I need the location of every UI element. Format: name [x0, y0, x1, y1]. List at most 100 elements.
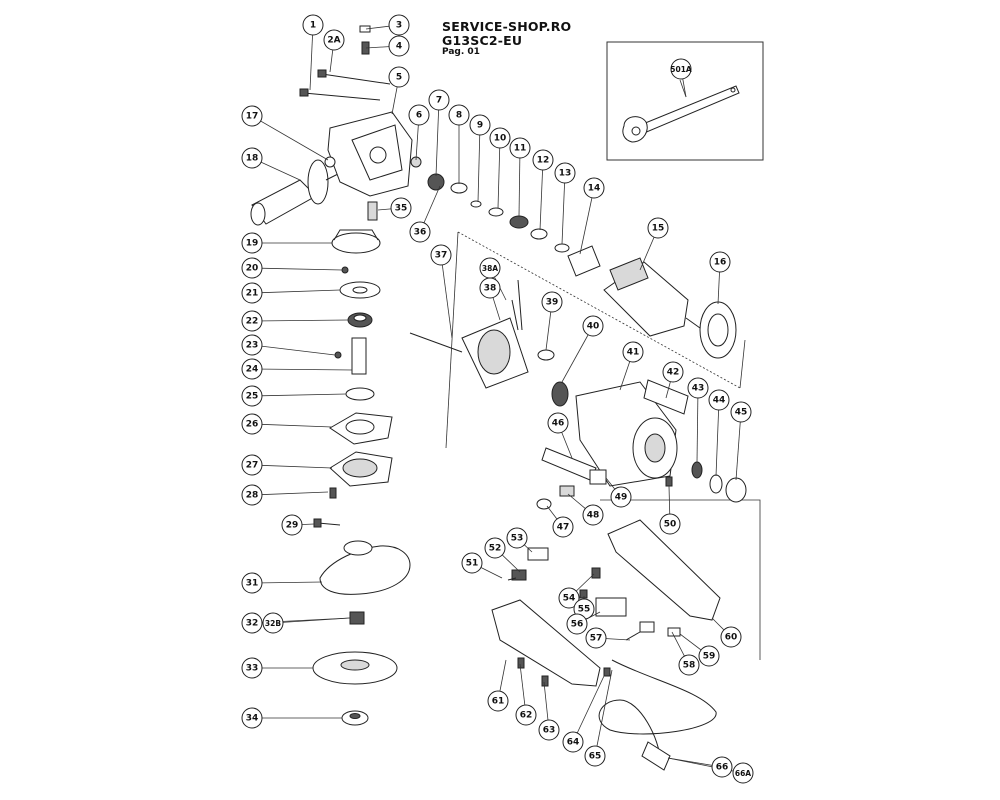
- callout-43: 43: [687, 377, 709, 399]
- callout-label: 12: [537, 156, 550, 166]
- callout-label: 44: [713, 396, 726, 406]
- leader-line-24: [251, 368, 353, 371]
- wheel-guard-drawing: [319, 540, 411, 595]
- callout-21: 21: [241, 282, 263, 304]
- callout-64: 64: [562, 731, 584, 753]
- callout-59: 59: [698, 645, 720, 667]
- gear-housing-drawing: [327, 111, 413, 197]
- leader-line-21: [251, 289, 341, 294]
- callout-label: 14: [588, 184, 601, 194]
- callout-label: 27: [246, 461, 259, 471]
- callout-label: 15: [652, 224, 665, 234]
- callout-label: 40: [587, 322, 600, 332]
- callout-2a: 2A: [323, 29, 345, 51]
- callout-label: 9: [477, 121, 483, 131]
- callout-label: 35: [395, 204, 408, 214]
- callout-label: 39: [546, 298, 559, 308]
- leader-line-14: [579, 187, 595, 255]
- callout-32: 32: [241, 612, 263, 634]
- leader-line-1: [309, 24, 314, 91]
- callout-label: 18: [246, 154, 259, 164]
- leader-line-11: [518, 147, 521, 217]
- callout-35: 35: [390, 197, 412, 219]
- callout-24: 24: [241, 358, 263, 380]
- leader-line-31: [251, 581, 323, 584]
- callout-label: 47: [557, 523, 570, 533]
- callout-label: 50: [664, 520, 677, 530]
- callout-label: 64: [567, 738, 580, 748]
- callout-63: 63: [538, 719, 560, 741]
- callout-label: 48: [587, 511, 600, 521]
- callout-40: 40: [582, 315, 604, 337]
- callout-label: 54: [563, 594, 576, 604]
- callout-11: 11: [509, 137, 531, 159]
- callout-label: 57: [590, 634, 603, 644]
- callout-62: 62: [515, 704, 537, 726]
- callout-label: 43: [692, 384, 705, 394]
- callout-7: 7: [428, 89, 450, 111]
- leader-line-40: [561, 325, 594, 383]
- leader-line-28: [251, 491, 329, 496]
- callout-19: 19: [241, 232, 263, 254]
- callout-66a: 66A: [732, 762, 754, 784]
- callout-label: 23: [246, 341, 259, 351]
- callout-36: 36: [409, 221, 431, 243]
- callout-label: 32: [246, 619, 259, 629]
- callout-label: 32B: [265, 619, 281, 628]
- leader-line-37: [440, 254, 453, 339]
- callout-label: 66A: [735, 769, 751, 778]
- callout-1: 1: [302, 14, 324, 36]
- leader-line-23: [251, 344, 336, 356]
- callout-41: 41: [622, 341, 644, 363]
- leader-line-26: [251, 423, 333, 428]
- leader-line-25: [251, 393, 347, 397]
- callout-label: 10: [494, 134, 507, 144]
- leader-line-13: [561, 172, 566, 245]
- callout-9: 9: [469, 114, 491, 136]
- callout-34: 34: [241, 707, 263, 729]
- accessory-inset-box: [606, 41, 764, 161]
- site-title: SERVICE-SHOP.RO: [442, 19, 572, 34]
- callout-label: 63: [543, 726, 556, 736]
- callout-label: 49: [615, 493, 628, 503]
- leader-line-64: [572, 675, 605, 743]
- callout-15: 15: [647, 217, 669, 239]
- callout-label: 59: [703, 652, 716, 662]
- callout-57: 57: [585, 627, 607, 649]
- wrench-drawing: [622, 85, 740, 143]
- callout-8: 8: [448, 104, 470, 126]
- callout-label: 16: [714, 258, 727, 268]
- callout-label: 19: [246, 239, 259, 249]
- callout-5: 5: [388, 66, 410, 88]
- callout-18: 18: [241, 147, 263, 169]
- callout-label: 25: [246, 392, 259, 402]
- callout-4: 4: [388, 35, 410, 57]
- callout-label: 26: [246, 420, 259, 430]
- callout-49: 49: [610, 486, 632, 508]
- leader-line-43: [696, 387, 699, 463]
- callout-label: 28: [246, 491, 259, 501]
- callout-label: 55: [578, 605, 591, 615]
- callout-label: 33: [246, 664, 259, 674]
- callout-26: 26: [241, 413, 263, 435]
- callout-37: 37: [430, 244, 452, 266]
- callout-42: 42: [662, 361, 684, 383]
- leader-line-9: [477, 124, 481, 203]
- callout-66: 66: [711, 756, 733, 778]
- callout-label: 501A: [670, 65, 692, 74]
- callout-47: 47: [552, 516, 574, 538]
- motor-housing-drawing: [575, 381, 678, 487]
- callout-label: 36: [414, 228, 427, 238]
- callout-22: 22: [241, 310, 263, 332]
- callout-label: 62: [520, 711, 533, 721]
- callout-23: 23: [241, 334, 263, 356]
- leader-line-27: [251, 464, 333, 469]
- callout-label: 20: [246, 264, 259, 274]
- callout-3: 3: [388, 14, 410, 36]
- callout-label: 38A: [482, 264, 498, 273]
- callout-label: 17: [246, 112, 259, 122]
- callout-label: 38: [484, 284, 497, 294]
- callout-20: 20: [241, 257, 263, 279]
- callout-38: 38: [479, 277, 501, 299]
